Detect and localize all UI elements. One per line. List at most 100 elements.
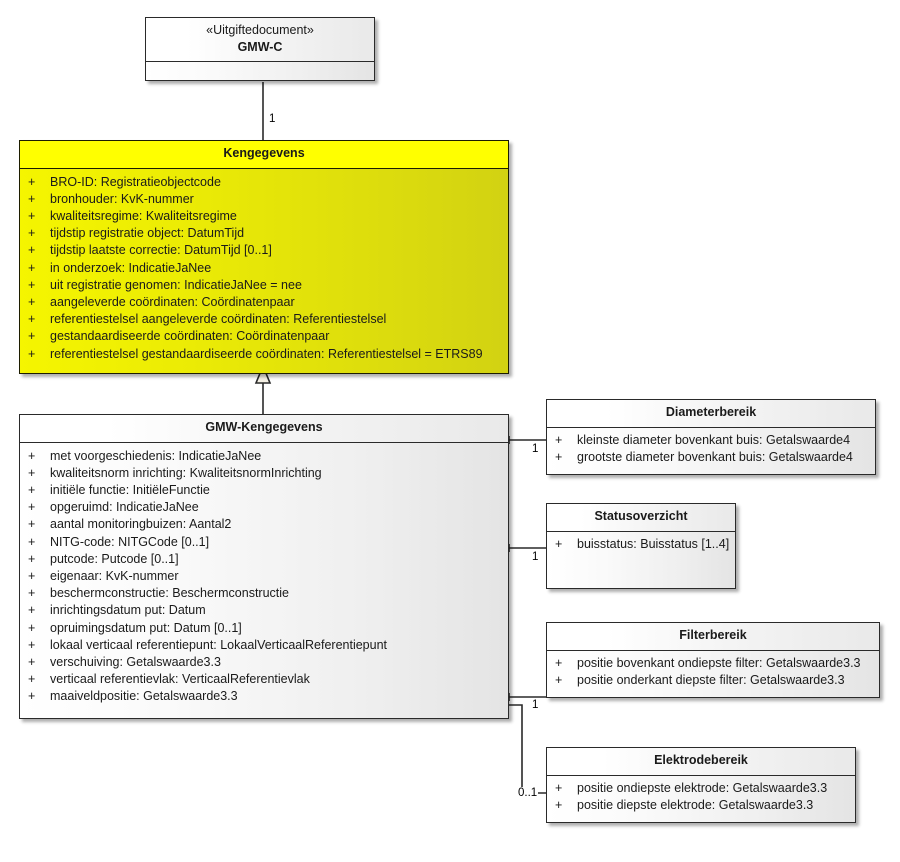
- attribute-row: + met voorgeschiedenis: IndicatieJaNee: [20, 448, 508, 465]
- visibility-marker: +: [555, 780, 563, 795]
- class-body-diameterbereik: + kleinste diameter bovenkant buis: Getal…: [547, 427, 875, 475]
- class-box-elektrodebereik[interactable]: Elektrodebereik + positie ondiepste elekt…: [546, 747, 856, 824]
- attribute-row: +bronhouder: KvK-nummer: [20, 191, 508, 208]
- attribute-text: NITG-code: NITGCode [0..1]: [50, 534, 210, 549]
- visibility-marker: +: [28, 260, 36, 275]
- attribute-row: + positie diepste elektrode: Getalswaarde…: [547, 797, 855, 814]
- class-header-statusoverzicht: Statusoverzicht: [547, 504, 735, 532]
- attribute-text: putcode: Putcode [0..1]: [50, 551, 179, 566]
- attribute-row: + lokaal verticaal referentiepunt: Lokaal…: [20, 637, 508, 654]
- edge-gmwkengegevens-filterbereik: [508, 693, 546, 701]
- edge-gmwkengegevens-statusoverzicht: [508, 544, 546, 552]
- class-body-elektrodebereik: + positie ondiepste elektrode: Getalswaar…: [547, 775, 855, 823]
- attribute-row: + kleinste diameter bovenkant buis: Getal…: [547, 432, 875, 449]
- visibility-marker: +: [28, 637, 36, 652]
- attribute-text: met voorgeschiedenis: IndicatieJaNee: [50, 448, 262, 463]
- multiplicity-label-gmwc-kengegevens: 1: [268, 113, 277, 126]
- class-box-filterbereik[interactable]: Filterbereik +positie bovenkant ondiepst…: [546, 622, 880, 699]
- class-body-gmw-kengegevens: +met voorgeschiedenis: IndicatieJaNee +k…: [20, 442, 508, 718]
- attribute-text: opruimingsdatum put: Datum [0..1]: [50, 620, 242, 635]
- attribute-text: gestandaardiseerde coördinaten: Coördina…: [50, 329, 330, 344]
- attribute-row: +referentiestelsel aangeleverde coördina…: [20, 311, 508, 328]
- visibility-marker: +: [28, 483, 36, 498]
- class-name-diameterbereik: Diameterbereik: [665, 405, 757, 419]
- attribute-row: +kwaliteitsregime: Kwaliteitsregime: [20, 208, 508, 225]
- multiplicity-label-elektrodebereik: 0..1: [517, 787, 539, 800]
- attribute-row: +in onderzoek: IndicatieJaNee: [20, 260, 508, 277]
- attribute-text: eigenaar: KvK-nummer: [50, 569, 179, 584]
- visibility-marker: +: [555, 449, 563, 464]
- multiplicity-label-statusoverzicht: 1: [531, 551, 540, 564]
- class-header-filterbereik: Filterbereik: [547, 623, 879, 651]
- visibility-marker: +: [28, 346, 36, 361]
- class-box-kengegevens[interactable]: Kengegevens + BRO-ID: Registratieobjectco…: [19, 140, 509, 374]
- attribute-row: +maaiveldpositie: Getalswaarde3.3: [20, 688, 508, 705]
- attribute-text: aangeleverde coördinaten: Coördinatenpaa…: [50, 295, 295, 310]
- attribute-text: BRO-ID: Registratieobjectcode: [50, 174, 221, 189]
- visibility-marker: +: [28, 329, 36, 344]
- attribute-text: positie ondiepste elektrode: Getalswaard…: [577, 780, 828, 795]
- visibility-marker: +: [28, 603, 36, 618]
- visibility-marker: +: [28, 243, 36, 258]
- attribute-text: maaiveldpositie: Getalswaarde3.3: [50, 689, 238, 704]
- visibility-marker: +: [28, 448, 36, 463]
- attribute-text: positie diepste elektrode: Getalswaarde3…: [577, 797, 814, 812]
- class-box-statusoverzicht[interactable]: Statusoverzicht +buisstatus: Buisstatus …: [546, 503, 736, 589]
- multiplicity-label-diameterbereik: 1: [531, 443, 540, 456]
- visibility-marker: +: [28, 672, 36, 687]
- visibility-marker: +: [28, 209, 36, 224]
- attribute-row: +positie onderkant diepste filter: Getal…: [547, 672, 879, 689]
- class-header-elektrodebereik: Elektrodebereik: [547, 748, 855, 776]
- attribute-row: +tijdstip laatste correctie: DatumTijd […: [20, 242, 508, 259]
- edge-gmwkengegevens-diameterbereik: [508, 436, 546, 444]
- attribute-text: grootste diameter bovenkant buis: Getals…: [577, 449, 853, 464]
- class-body-gmw-c: [146, 62, 374, 81]
- attribute-row: + positie ondiepste elektrode: Getalswaar…: [547, 780, 855, 797]
- class-header-diameterbereik: Diameterbereik: [547, 400, 875, 428]
- attribute-row: +opruimingsdatum put: Datum [0..1]: [20, 620, 508, 637]
- visibility-marker: +: [28, 465, 36, 480]
- attribute-row: +aangeleverde coördinaten: Coördinatenpa…: [20, 294, 508, 311]
- visibility-marker: +: [555, 432, 563, 447]
- visibility-marker: +: [555, 655, 563, 670]
- class-box-gmw-c[interactable]: «Uitgiftedocument» GMW-C: [145, 17, 375, 82]
- visibility-marker: +: [28, 277, 36, 292]
- class-body-statusoverzicht: +buisstatus: Buisstatus [1..4]: [547, 531, 735, 588]
- class-box-diameterbereik[interactable]: Diameterbereik + kleinste diameter bovenk…: [546, 399, 876, 476]
- class-name-gmw-c: GMW-C: [237, 39, 283, 54]
- attribute-text: lokaal verticaal referentiepunt: LokaalV…: [50, 637, 388, 652]
- attribute-text: verticaal referentievlak: VerticaalRefer…: [50, 672, 310, 687]
- attribute-text: beschermconstructie: Beschermconstructie: [50, 586, 289, 601]
- class-name-filterbereik: Filterbereik: [679, 628, 747, 642]
- class-header-kengegevens: Kengegevens: [20, 141, 508, 169]
- visibility-marker: +: [555, 672, 563, 687]
- attribute-row: + gestandaardiseerde coördinaten: Coördin…: [20, 328, 508, 345]
- attribute-row: + verticaal referentievlak: VerticaalRefe…: [20, 671, 508, 688]
- visibility-marker: +: [28, 191, 36, 206]
- class-body-filterbereik: +positie bovenkant ondiepste filter: Get…: [547, 650, 879, 698]
- visibility-marker: +: [28, 534, 36, 549]
- attribute-row: + inrichtingsdatum put: Datum: [20, 602, 508, 619]
- visibility-marker: +: [28, 226, 36, 241]
- attribute-row: +putcode: Putcode [0..1]: [20, 551, 508, 568]
- attribute-text: referentiestelsel gestandaardiseerde coö…: [50, 346, 483, 361]
- class-body-kengegevens: + BRO-ID: Registratieobjectcode +bronhoud…: [20, 168, 508, 373]
- attribute-text: tijdstip registratie object: DatumTijd: [50, 226, 245, 241]
- class-header-gmw-c: «Uitgiftedocument» GMW-C: [146, 18, 374, 63]
- attribute-row: + referentiestelsel gestandaardiseerde co…: [20, 346, 508, 363]
- attribute-row: + tijdstip registratie object: DatumTijd: [20, 225, 508, 242]
- visibility-marker: +: [555, 797, 563, 812]
- attribute-text: inrichtingsdatum put: Datum: [50, 603, 206, 618]
- visibility-marker: +: [28, 312, 36, 327]
- attribute-row: +aantal monitoringbuizen: Aantal2: [20, 516, 508, 533]
- visibility-marker: +: [28, 655, 36, 670]
- visibility-marker: +: [28, 569, 36, 584]
- attribute-text: kleinste diameter bovenkant buis: Getals…: [577, 432, 851, 447]
- class-box-gmw-kengegevens[interactable]: GMW-Kengegevens +met voorgeschiedenis: I…: [19, 414, 509, 719]
- attribute-row: +beschermconstructie: Beschermconstructi…: [20, 585, 508, 602]
- visibility-marker: +: [28, 517, 36, 532]
- class-name-elektrodebereik: Elektrodebereik: [654, 753, 748, 767]
- attribute-text: opgeruimd: IndicatieJaNee: [50, 500, 199, 515]
- attribute-row: +positie bovenkant ondiepste filter: Get…: [547, 655, 879, 672]
